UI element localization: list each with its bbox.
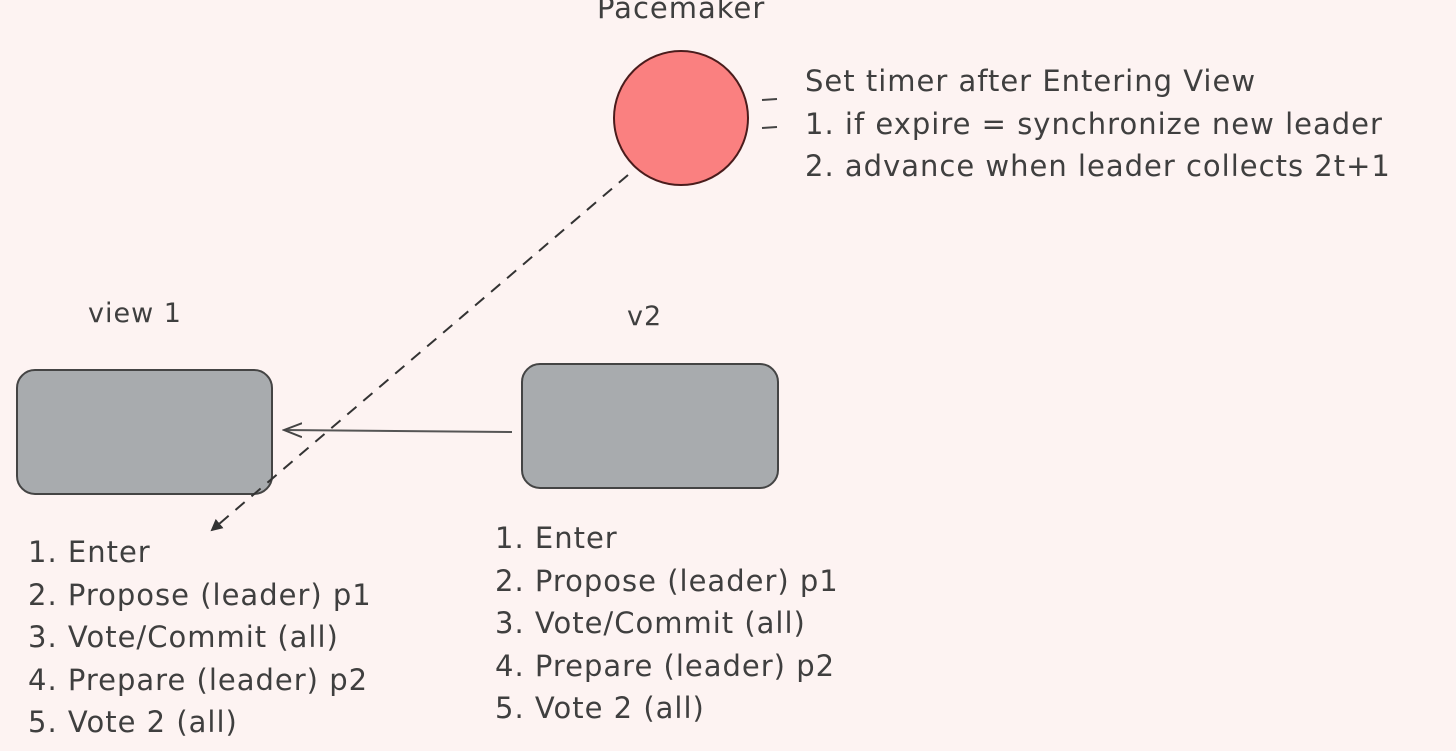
v2-box	[521, 363, 779, 489]
v2-steps: 1. Enter 2. Propose (leader) p1 3. Vote/…	[495, 524, 839, 737]
step-item: 4. Prepare (leader) p2	[28, 662, 369, 697]
step-item: 1. Enter	[28, 535, 151, 569]
pacemaker-dashed-arrow	[210, 174, 629, 532]
step-item: 1. Enter	[495, 521, 618, 555]
note-line: 1. if expire = synchronize new leader	[805, 106, 1383, 141]
v2-label: v2	[627, 301, 663, 332]
diagram-canvas	[16, 50, 779, 532]
pacemaker-circle	[613, 50, 749, 186]
view1-box	[16, 369, 273, 495]
note-line: Set timer after Entering View	[805, 64, 1257, 98]
note-dash-2	[761, 126, 778, 129]
step-item: 5. Vote 2 (all)	[495, 691, 705, 725]
pacemaker-notes: Set timer after Entering View 1. if expi…	[805, 67, 1391, 195]
v2-to-view1-arrow	[284, 430, 513, 432]
view1-steps: 1. Enter 2. Propose (leader) p1 3. Vote/…	[28, 538, 372, 751]
step-item: 3. Vote/Commit (all)	[28, 620, 339, 654]
note-dash-1	[761, 98, 778, 101]
note-line: 2. advance when leader collects 2t+1	[805, 149, 1391, 183]
step-item: 5. Vote 2 (all)	[28, 705, 238, 739]
step-item: 3. Vote/Commit (all)	[495, 606, 806, 640]
step-item: 4. Prepare (leader) p2	[495, 648, 836, 683]
view1-label: view 1	[88, 298, 182, 329]
step-item: 2. Propose (leader) p1	[495, 563, 839, 598]
pacemaker-title: Pacemaker	[597, 0, 766, 25]
step-item: 2. Propose (leader) p1	[28, 577, 372, 612]
